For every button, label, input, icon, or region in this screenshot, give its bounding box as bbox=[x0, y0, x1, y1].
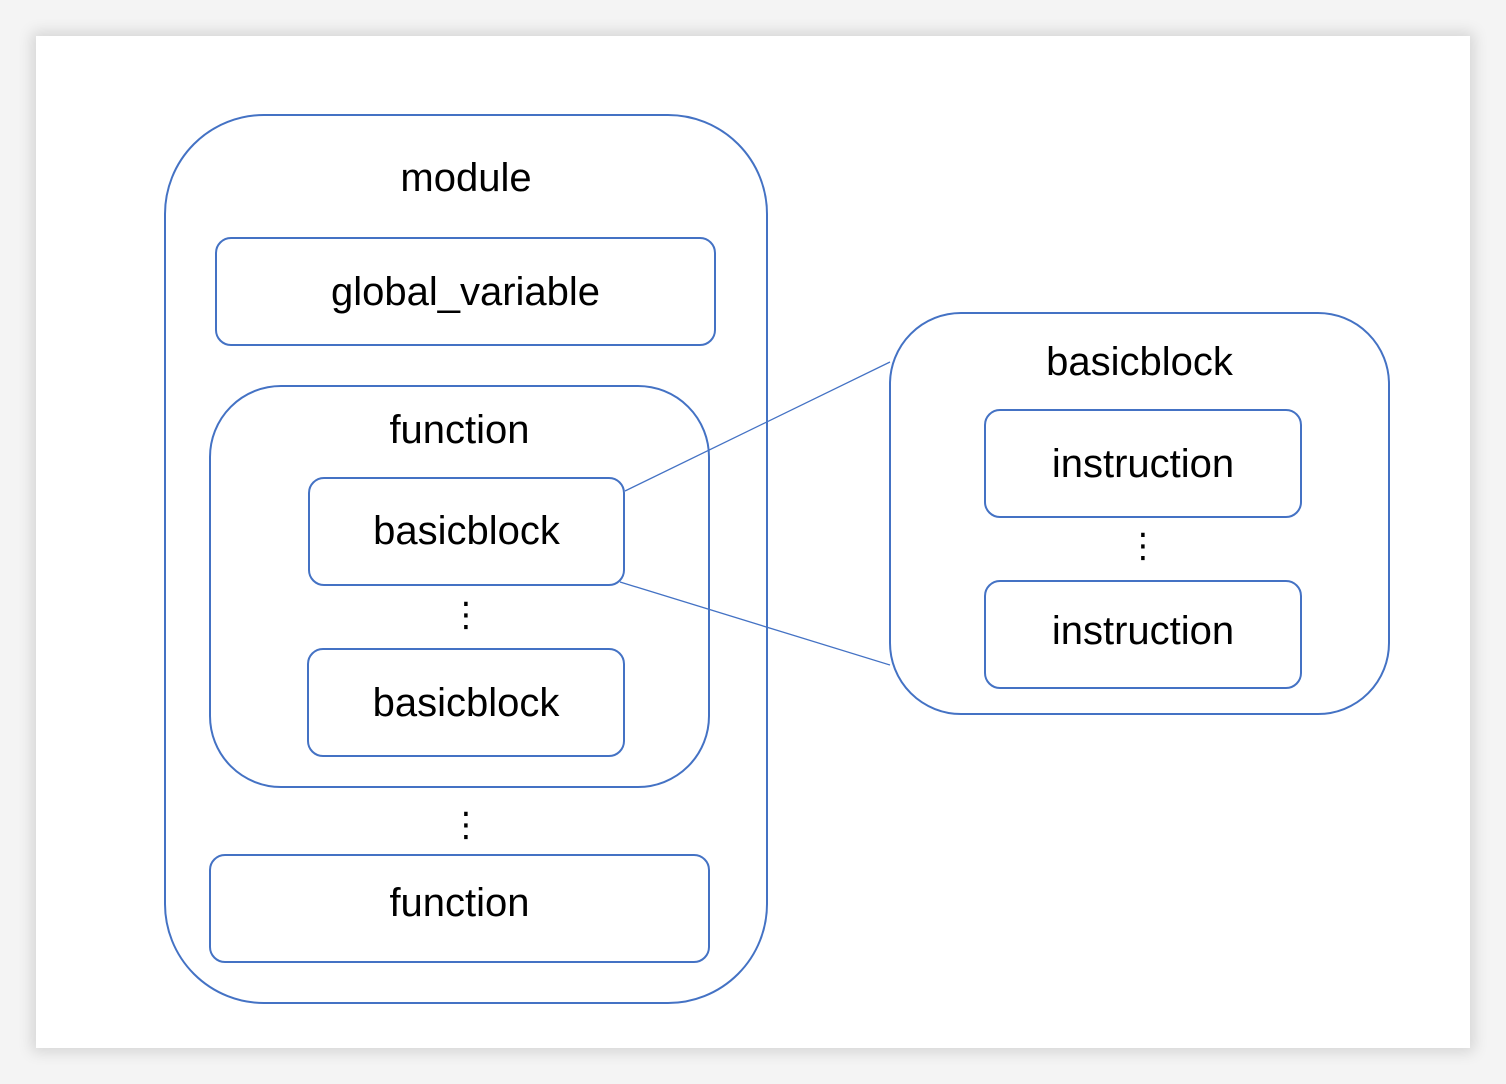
basicblock-label-1: basicblock bbox=[373, 509, 560, 553]
global-variable-box bbox=[215, 237, 716, 346]
basicblock-box-1 bbox=[308, 477, 625, 586]
function-label-collapsed: function bbox=[389, 881, 530, 925]
module-title: module bbox=[400, 156, 532, 200]
function-box-collapsed bbox=[209, 854, 710, 963]
instruction-box-1 bbox=[984, 409, 1302, 518]
module-ellipsis: ⋮ bbox=[449, 806, 483, 844]
function-title: function bbox=[389, 408, 530, 452]
instruction-label-1: instruction bbox=[1051, 442, 1235, 486]
basicblock-box-2 bbox=[307, 648, 625, 757]
basicblock-detail-title: basicblock bbox=[1046, 340, 1233, 384]
function-ellipsis: ⋮ bbox=[449, 596, 483, 634]
module-box bbox=[164, 114, 768, 1004]
instruction-box-2 bbox=[984, 580, 1302, 689]
basicblock-label-2: basicblock bbox=[372, 681, 560, 725]
instruction-label-2: instruction bbox=[1051, 609, 1235, 653]
basicblock-detail-box bbox=[889, 312, 1390, 715]
global-variable-label: global_variable bbox=[330, 270, 601, 314]
basicblock-detail-ellipsis: ⋮ bbox=[1126, 527, 1160, 565]
